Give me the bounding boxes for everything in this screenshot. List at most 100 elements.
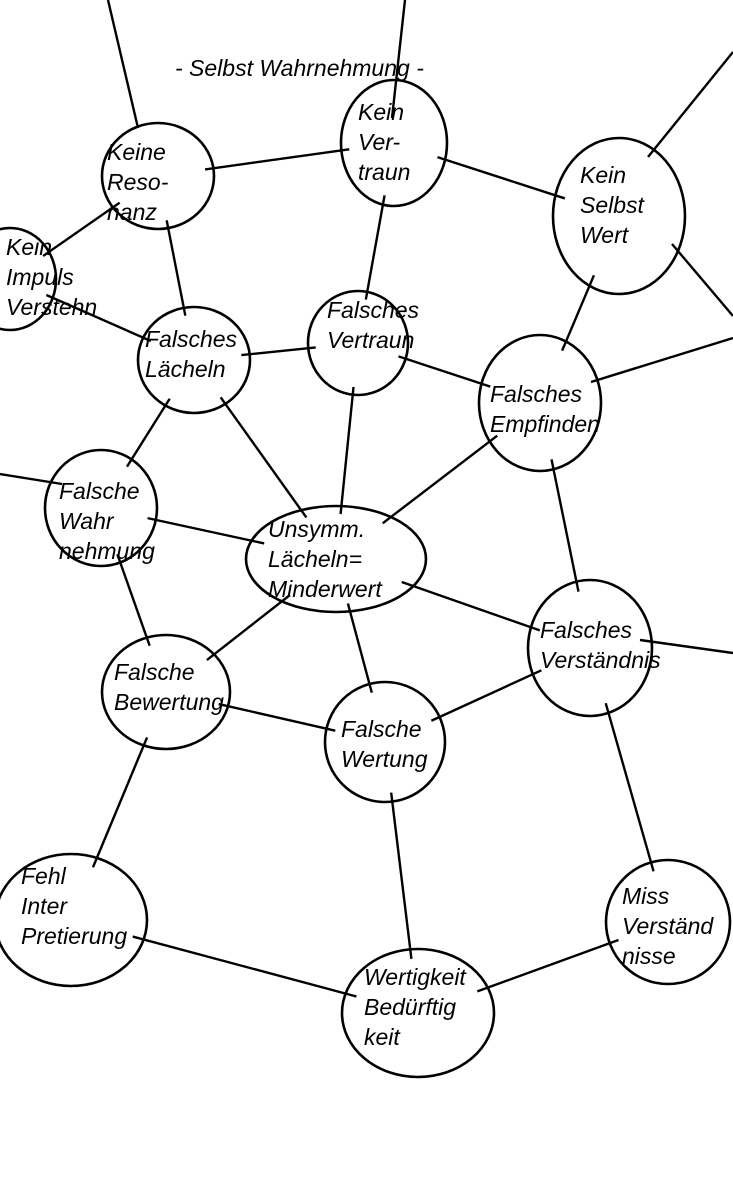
node-ellipse <box>526 578 654 718</box>
node-label-line: Falsche <box>59 478 140 504</box>
node-label-line: nanz <box>107 199 157 225</box>
edge-miss-verstaendnisse-to-wertigkeit-beduerftigkeit <box>476 938 619 993</box>
node-label-line: Pretierung <box>21 923 127 949</box>
edge-falsches-vertraun-to-unsymm-laecheln <box>339 386 355 515</box>
offpage-edge <box>647 51 733 158</box>
edge-falsche-wahrnehmung-to-falsche-bewertung <box>116 553 151 647</box>
node-label-line: Inter <box>21 893 68 919</box>
node-ellipse <box>43 448 159 568</box>
edge-keine-resonanz-to-kein-impuls-verstehn <box>42 201 121 257</box>
edge-falsches-vertraun-to-falsches-empfinden <box>398 355 491 388</box>
node-label-line: Falsches <box>327 297 420 323</box>
node-label-line: Reso- <box>107 169 169 195</box>
node-ellipse <box>100 633 232 751</box>
edge-kein-impuls-verstehn-to-falsches-laecheln <box>45 293 152 343</box>
node-label-line: Wert <box>580 222 630 248</box>
node-ellipse <box>604 858 732 986</box>
node-label-line: Verstehn <box>6 294 97 320</box>
offpage-edge <box>639 638 733 655</box>
node-label-line: traun <box>358 159 410 185</box>
edge-falsche-bewertung-to-fehl-interpretierung <box>91 736 149 868</box>
node-ellipse <box>551 136 687 296</box>
node-label-line: Wahr <box>59 508 115 534</box>
node-label-line: Falsche <box>341 716 422 742</box>
edge-falsche-wahrnehmung-to-unsymm-laecheln <box>147 516 265 545</box>
node-label-line: Bewertung <box>114 689 224 715</box>
node-label-line: Verständnis <box>540 647 661 673</box>
node-label-line: Lächeln <box>145 356 226 382</box>
node-label-line: Kein <box>580 162 626 188</box>
edge-falsches-empfinden-to-falsches-verstaendnis <box>550 459 580 592</box>
node-ellipse <box>339 78 449 208</box>
edge-keine-resonanz-to-kein-vertraun <box>204 148 350 171</box>
node-label-line: Lächeln= <box>268 546 362 572</box>
node-ellipse <box>477 333 603 473</box>
node-label-line: Kein <box>358 99 404 125</box>
offpage-edge <box>590 336 733 384</box>
node-label-line: Falsches <box>145 326 238 352</box>
edge-kein-vertraun-to-falsches-vertraun <box>364 195 386 300</box>
node-label-line: Bedürftig <box>364 994 456 1020</box>
node-label-line: Fehl <box>21 863 67 889</box>
node-label-line: Ver- <box>358 129 401 155</box>
node-ellipse <box>244 504 428 614</box>
node-ellipse <box>100 121 216 231</box>
edge-falsche-bewertung-to-falsche-wertung <box>218 702 336 732</box>
node-ellipse <box>323 680 447 804</box>
node-label-line: Miss <box>622 883 670 909</box>
diagram-title: - Selbst Wahrnehmung - <box>175 55 424 81</box>
node-label-line: nehmung <box>59 538 155 564</box>
offpage-edges <box>0 0 733 655</box>
edge-falsches-laecheln-to-unsymm-laecheln <box>219 396 308 519</box>
edge-falsche-wertung-to-falsches-verstaendnis <box>430 669 542 722</box>
edge-keine-resonanz-to-falsches-laecheln <box>165 220 187 316</box>
node-ellipse <box>306 289 410 397</box>
edge-unsymm-laecheln-to-falsche-bewertung <box>206 594 291 661</box>
edge-falsches-laecheln-to-falsche-wahrnehmung <box>125 398 171 468</box>
edges-layer <box>42 148 655 998</box>
node-label-line: keit <box>364 1024 401 1050</box>
edge-kein-vertraun-to-kein-selbst-wert <box>437 155 566 200</box>
node-ellipse <box>0 226 58 332</box>
node-label-line: Wertigkeit <box>364 964 467 990</box>
node-label-line: Vertraun <box>327 327 414 353</box>
offpage-edge <box>390 0 407 119</box>
node-label-line: Verständ <box>622 913 714 939</box>
node-label-line: Impuls <box>6 264 74 290</box>
edge-fehl-interpretierung-to-wertigkeit-beduerftigkeit <box>132 935 357 998</box>
node-label-line: Keine <box>107 139 166 165</box>
node-label-line: Selbst <box>580 192 646 218</box>
node-ellipse <box>136 305 252 415</box>
edge-falsche-wertung-to-wertigkeit-beduerftigkeit <box>389 792 413 960</box>
node-label-line: Minderwert <box>268 576 383 602</box>
edge-unsymm-laecheln-to-falsches-verstaendnis <box>401 580 541 632</box>
edge-falsches-empfinden-to-unsymm-laecheln <box>381 434 498 525</box>
node-label-line: Unsymm. <box>268 516 365 542</box>
edge-kein-selbst-wert-to-falsches-empfinden <box>560 274 596 352</box>
offpage-edge <box>106 0 140 129</box>
edge-falsches-laecheln-to-falsches-vertraun <box>241 346 316 357</box>
node-label-line: Falsches <box>490 381 583 407</box>
node-label-line: Wertung <box>341 746 428 772</box>
node-unsymm-laecheln: Unsymm. Lächeln= Minderwert <box>244 504 428 614</box>
node-label-line: Falsche <box>114 659 195 685</box>
node-ellipse <box>340 947 496 1079</box>
edge-unsymm-laecheln-to-falsche-wertung <box>346 603 373 694</box>
edge-falsches-verstaendnis-to-miss-verstaendnisse <box>604 702 655 872</box>
node-label-line: Kein <box>6 234 52 260</box>
